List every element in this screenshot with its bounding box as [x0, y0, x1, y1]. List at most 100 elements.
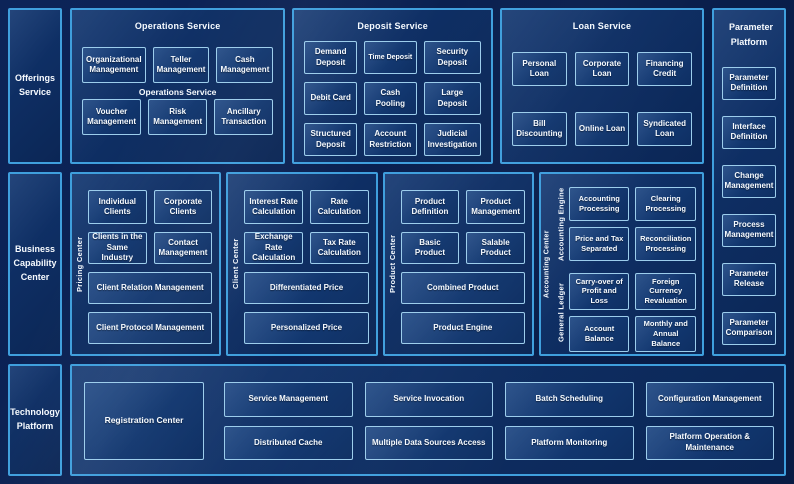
loan-service-title: Loan Service: [572, 21, 632, 31]
section-parameter-platform: Parameter Platform Parameter Definition …: [712, 8, 786, 356]
box-interest-rate-calculation: Interest Rate Calculation: [244, 190, 303, 224]
section-technology-platform: Registration Center Service Management S…: [70, 364, 786, 476]
box-client-relation-management: Client Relation Management: [88, 272, 213, 304]
box-demand-deposit: Demand Deposit: [304, 41, 357, 74]
box-personal-loan: Personal Loan: [512, 52, 567, 86]
general-ledger-grid: Carry-over of Profit and Loss Foreign Cu…: [568, 273, 696, 352]
box-parameter-definition: Parameter Definition: [722, 66, 776, 100]
technology-platform-label: Technology Platform: [8, 364, 62, 476]
section-operations-service: Operations Service Organizational Manage…: [70, 8, 286, 164]
business-centers-row: Pricing Center Individual Clients Corpor…: [70, 172, 704, 356]
box-foreign-currency-revaluation: Foreign Currency Revaluation: [635, 273, 696, 310]
section-client-center: Client Center Interest Rate Calculation …: [226, 172, 378, 356]
loan-grid: Personal Loan Corporate Loan Financing C…: [512, 52, 692, 146]
box-client-protocol-management: Client Protocol Management: [88, 312, 213, 344]
box-tax-rate-calculation: Tax Rate Calculation: [309, 232, 369, 264]
parameter-platform-title: Parameter Platform: [729, 22, 774, 48]
box-clearing-processing: Clearing Processing: [635, 187, 696, 221]
box-platform-operation-maintenance: Platform Operation & Maintenance: [645, 425, 774, 460]
box-product-management: Product Management: [466, 190, 525, 224]
box-ancillary-transaction: Ancillary Transaction: [214, 99, 274, 135]
box-parameter-comparison: Parameter Comparison: [722, 311, 776, 345]
accounting-engine-vertical-label: Accounting Engine: [556, 187, 566, 261]
box-risk-management: Risk Management: [148, 99, 208, 135]
box-account-restriction: Account Restriction: [364, 123, 417, 156]
box-account-balance: Account Balance: [568, 315, 630, 352]
box-basic-product: Basic Product: [400, 232, 460, 264]
box-product-engine: Product Engine: [400, 312, 525, 344]
box-process-management: Process Management: [722, 213, 776, 247]
box-security-deposit: Security Deposit: [423, 41, 481, 74]
box-online-loan: Online Loan: [574, 112, 630, 146]
box-monthly-and-annual-balance: Monthly and Annual Balance: [635, 315, 696, 352]
box-individual-clients: Individual Clients: [88, 190, 147, 224]
box-product-definition: Product Definition: [400, 190, 460, 224]
box-organizational-management: Organizational Management: [82, 47, 146, 83]
pricing-center-vertical-label: Pricing Center: [74, 236, 84, 292]
box-voucher-management: Voucher Management: [82, 99, 142, 135]
box-personalized-price: Personalized Price: [244, 312, 369, 344]
box-accounting-processing: Accounting Processing: [568, 187, 630, 221]
box-configuration-management: Configuration Management: [645, 382, 774, 417]
deposit-service-title: Deposit Service: [357, 21, 428, 31]
box-large-deposit: Large Deposit: [423, 82, 481, 115]
box-carry-over-of-profit-and-loss: Carry-over of Profit and Loss: [568, 273, 630, 310]
box-differentiated-price: Differentiated Price: [244, 272, 369, 304]
box-corporate-clients: Corporate Clients: [153, 190, 213, 224]
box-reconciliation-processing: Reconciliation Processing: [635, 227, 696, 261]
box-cash-pooling: Cash Pooling: [364, 82, 417, 115]
box-teller-management: Teller Management: [152, 47, 210, 83]
accounting-center-inner: Accounting Engine Accounting Processing …: [554, 174, 702, 354]
section-pricing-center: Pricing Center Individual Clients Corpor…: [70, 172, 222, 356]
box-interface-definition: Interface Definition: [722, 115, 776, 149]
box-contact-management: Contact Management: [153, 232, 213, 264]
operations-service-title: Operations Service: [134, 21, 221, 31]
pricing-center-grid: Individual Clients Corporate Clients Cli…: [88, 174, 219, 354]
box-parameter-release: Parameter Release: [722, 262, 776, 296]
box-corporate-loan: Corporate Loan: [574, 52, 630, 86]
operations-row-2: Voucher Management Risk Management Ancil…: [82, 99, 274, 135]
section-accounting-center: Accounting Center Accounting Engine Acco…: [538, 172, 704, 356]
accounting-engine-group: Accounting Engine Accounting Processing …: [554, 187, 696, 261]
box-service-invocation: Service Invocation: [364, 382, 493, 417]
section-loan-service: Loan Service Personal Loan Corporate Loa…: [500, 8, 704, 164]
box-financing-credit: Financing Credit: [637, 52, 692, 86]
offerings-service-label: Offerings Service: [8, 8, 62, 164]
operations-service-stray-label: Operations Service: [138, 87, 217, 97]
box-judicial-investigation: Judicial Investigation: [423, 123, 481, 156]
box-exchange-rate-calculation: Exchange Rate Calculation: [244, 232, 303, 264]
section-product-center: Product Center Product Definition Produc…: [382, 172, 534, 356]
box-price-and-tax-separated: Price and Tax Separated: [568, 227, 630, 261]
box-distributed-cache: Distributed Cache: [224, 425, 353, 460]
box-multiple-data-sources-access: Multiple Data Sources Access: [364, 425, 493, 460]
accounting-center-vertical-label: Accounting Center: [543, 230, 551, 298]
general-ledger-vertical-label: General Ledger: [556, 282, 566, 343]
box-cash-management: Cash Management: [216, 47, 274, 83]
box-change-management: Change Management: [722, 164, 776, 198]
box-registration-center: Registration Center: [84, 382, 204, 460]
technology-platform-grid: Service Management Service Invocation Ba…: [224, 382, 774, 460]
accounting-engine-grid: Accounting Processing Clearing Processin…: [568, 187, 696, 261]
client-center-grid: Interest Rate Calculation Rate Calculati…: [244, 174, 375, 354]
deposit-grid: Demand Deposit Time Deposit Security Dep…: [304, 41, 481, 156]
client-center-vertical-label: Client Center: [231, 238, 241, 290]
top-services-row: Operations Service Organizational Manage…: [70, 8, 704, 164]
box-time-deposit: Time Deposit: [364, 41, 417, 74]
product-center-vertical-label: Product Center: [387, 234, 397, 294]
box-syndicated-loan: Syndicated Loan: [637, 112, 692, 146]
box-clients-in-the-same-industry: Clients in the Same Industry: [88, 232, 147, 264]
box-rate-calculation: Rate Calculation: [309, 190, 369, 224]
business-capability-center-label: Business Capability Center: [8, 172, 62, 356]
box-debit-card: Debit Card: [304, 82, 357, 115]
box-batch-scheduling: Batch Scheduling: [505, 382, 634, 417]
general-ledger-group: General Ledger Carry-over of Profit and …: [554, 273, 696, 352]
section-deposit-service: Deposit Service Demand Deposit Time Depo…: [292, 8, 493, 164]
box-structured-deposit: Structured Deposit: [304, 123, 357, 156]
product-center-grid: Product Definition Product Management Ba…: [400, 174, 532, 354]
box-service-management: Service Management: [224, 382, 353, 417]
box-salable-product: Salable Product: [466, 232, 525, 264]
box-platform-monitoring: Platform Monitoring: [505, 425, 634, 460]
box-combined-product: Combined Product: [400, 272, 525, 304]
box-bill-discounting: Bill Discounting: [512, 112, 567, 146]
